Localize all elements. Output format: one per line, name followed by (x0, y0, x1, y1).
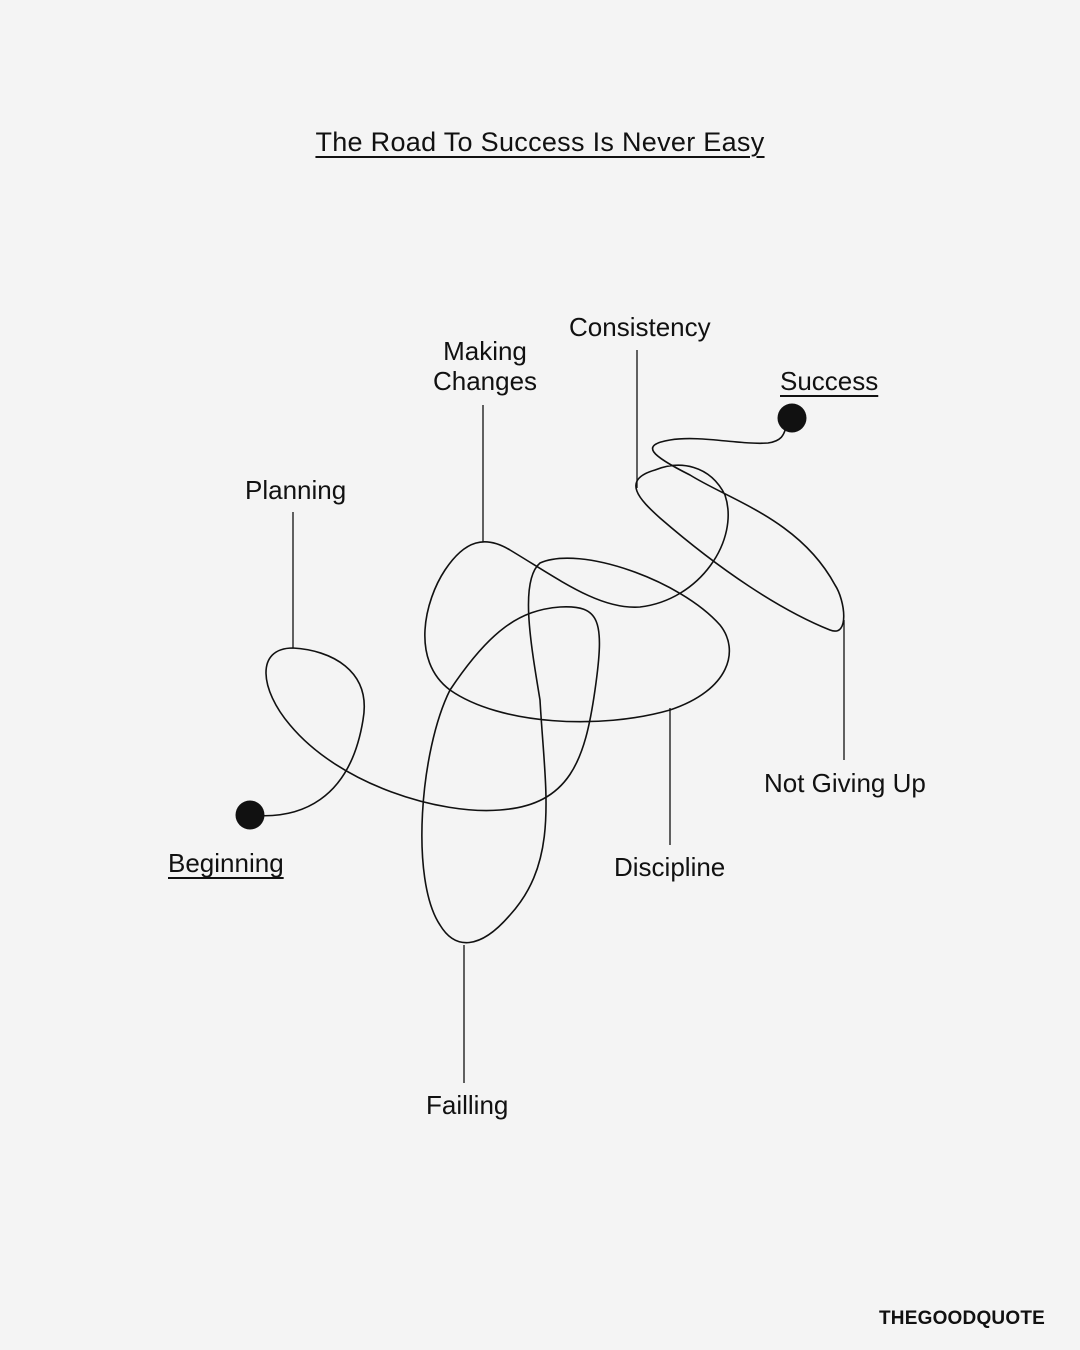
success-dot (777, 403, 807, 433)
label-making-changes-line2: Changes (432, 366, 538, 396)
title-text: The Road To Success Is Never Easy (315, 127, 765, 157)
label-beginning: Beginning (168, 848, 284, 878)
label-failling: Failling (426, 1090, 509, 1120)
label-success: Success (780, 366, 879, 396)
beginning-dot (235, 800, 265, 830)
label-making-changes-line1: Making (443, 336, 527, 366)
label-making-changes: Making Changes (430, 336, 540, 396)
label-planning: Planning (245, 475, 347, 505)
label-discipline: Discipline (614, 852, 726, 882)
label-not-giving-up: Not Giving Up (764, 768, 926, 798)
road-path (249, 417, 845, 944)
label-consistency: Consistency (569, 312, 711, 342)
page-title: The Road To Success Is Never Easy (0, 124, 1080, 160)
brand-logo-text: THEGOODQUOTE (878, 1308, 1045, 1329)
